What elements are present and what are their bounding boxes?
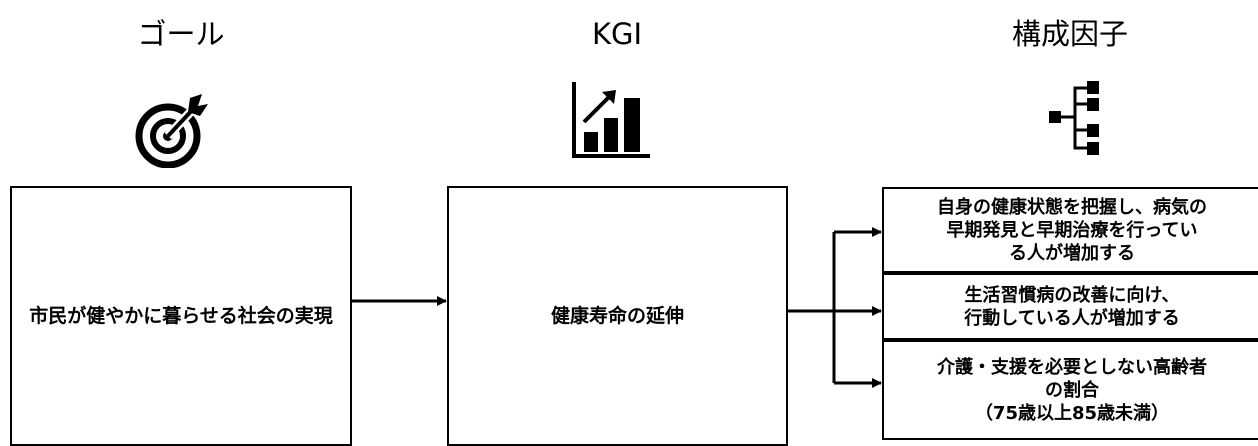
bar-chart-icon — [572, 82, 650, 158]
connector-arrows — [352, 227, 882, 388]
kgi-header: KGI — [591, 17, 643, 51]
factors-header: 構成因子 — [1011, 17, 1128, 51]
factor-text-2: 生活習慣病の改善に向け、 行動している人が増加する — [964, 284, 1180, 329]
factor-box-2: 生活習慣病の改善に向け、 行動している人が増加する — [882, 273, 1258, 340]
target-icon — [135, 94, 208, 168]
goal-header: ゴール — [137, 17, 225, 51]
factor-text-1: 自身の健康状態を把握し、病気の 早期発見と早期治療を行ってい る人が増加する — [937, 196, 1207, 264]
goal-text: 市民が健やかに暮らせる社会の実現 — [29, 305, 333, 327]
tree-structure-icon — [1049, 81, 1099, 155]
factor-box-3: 介護・支援を必要としない高齢者 の割合 （75歳以上85歳未満） — [882, 340, 1258, 440]
factor-text-3: 介護・支援を必要としない高齢者 の割合 （75歳以上85歳未満） — [937, 356, 1207, 424]
goal-box: 市民が健やかに暮らせる社会の実現 — [10, 186, 352, 446]
kgi-text: 健康寿命の延伸 — [550, 305, 684, 327]
kgi-box: 健康寿命の延伸 — [447, 186, 788, 446]
factor-box-1: 自身の健康状態を把握し、病気の 早期発見と早期治療を行ってい る人が増加する — [882, 187, 1258, 273]
